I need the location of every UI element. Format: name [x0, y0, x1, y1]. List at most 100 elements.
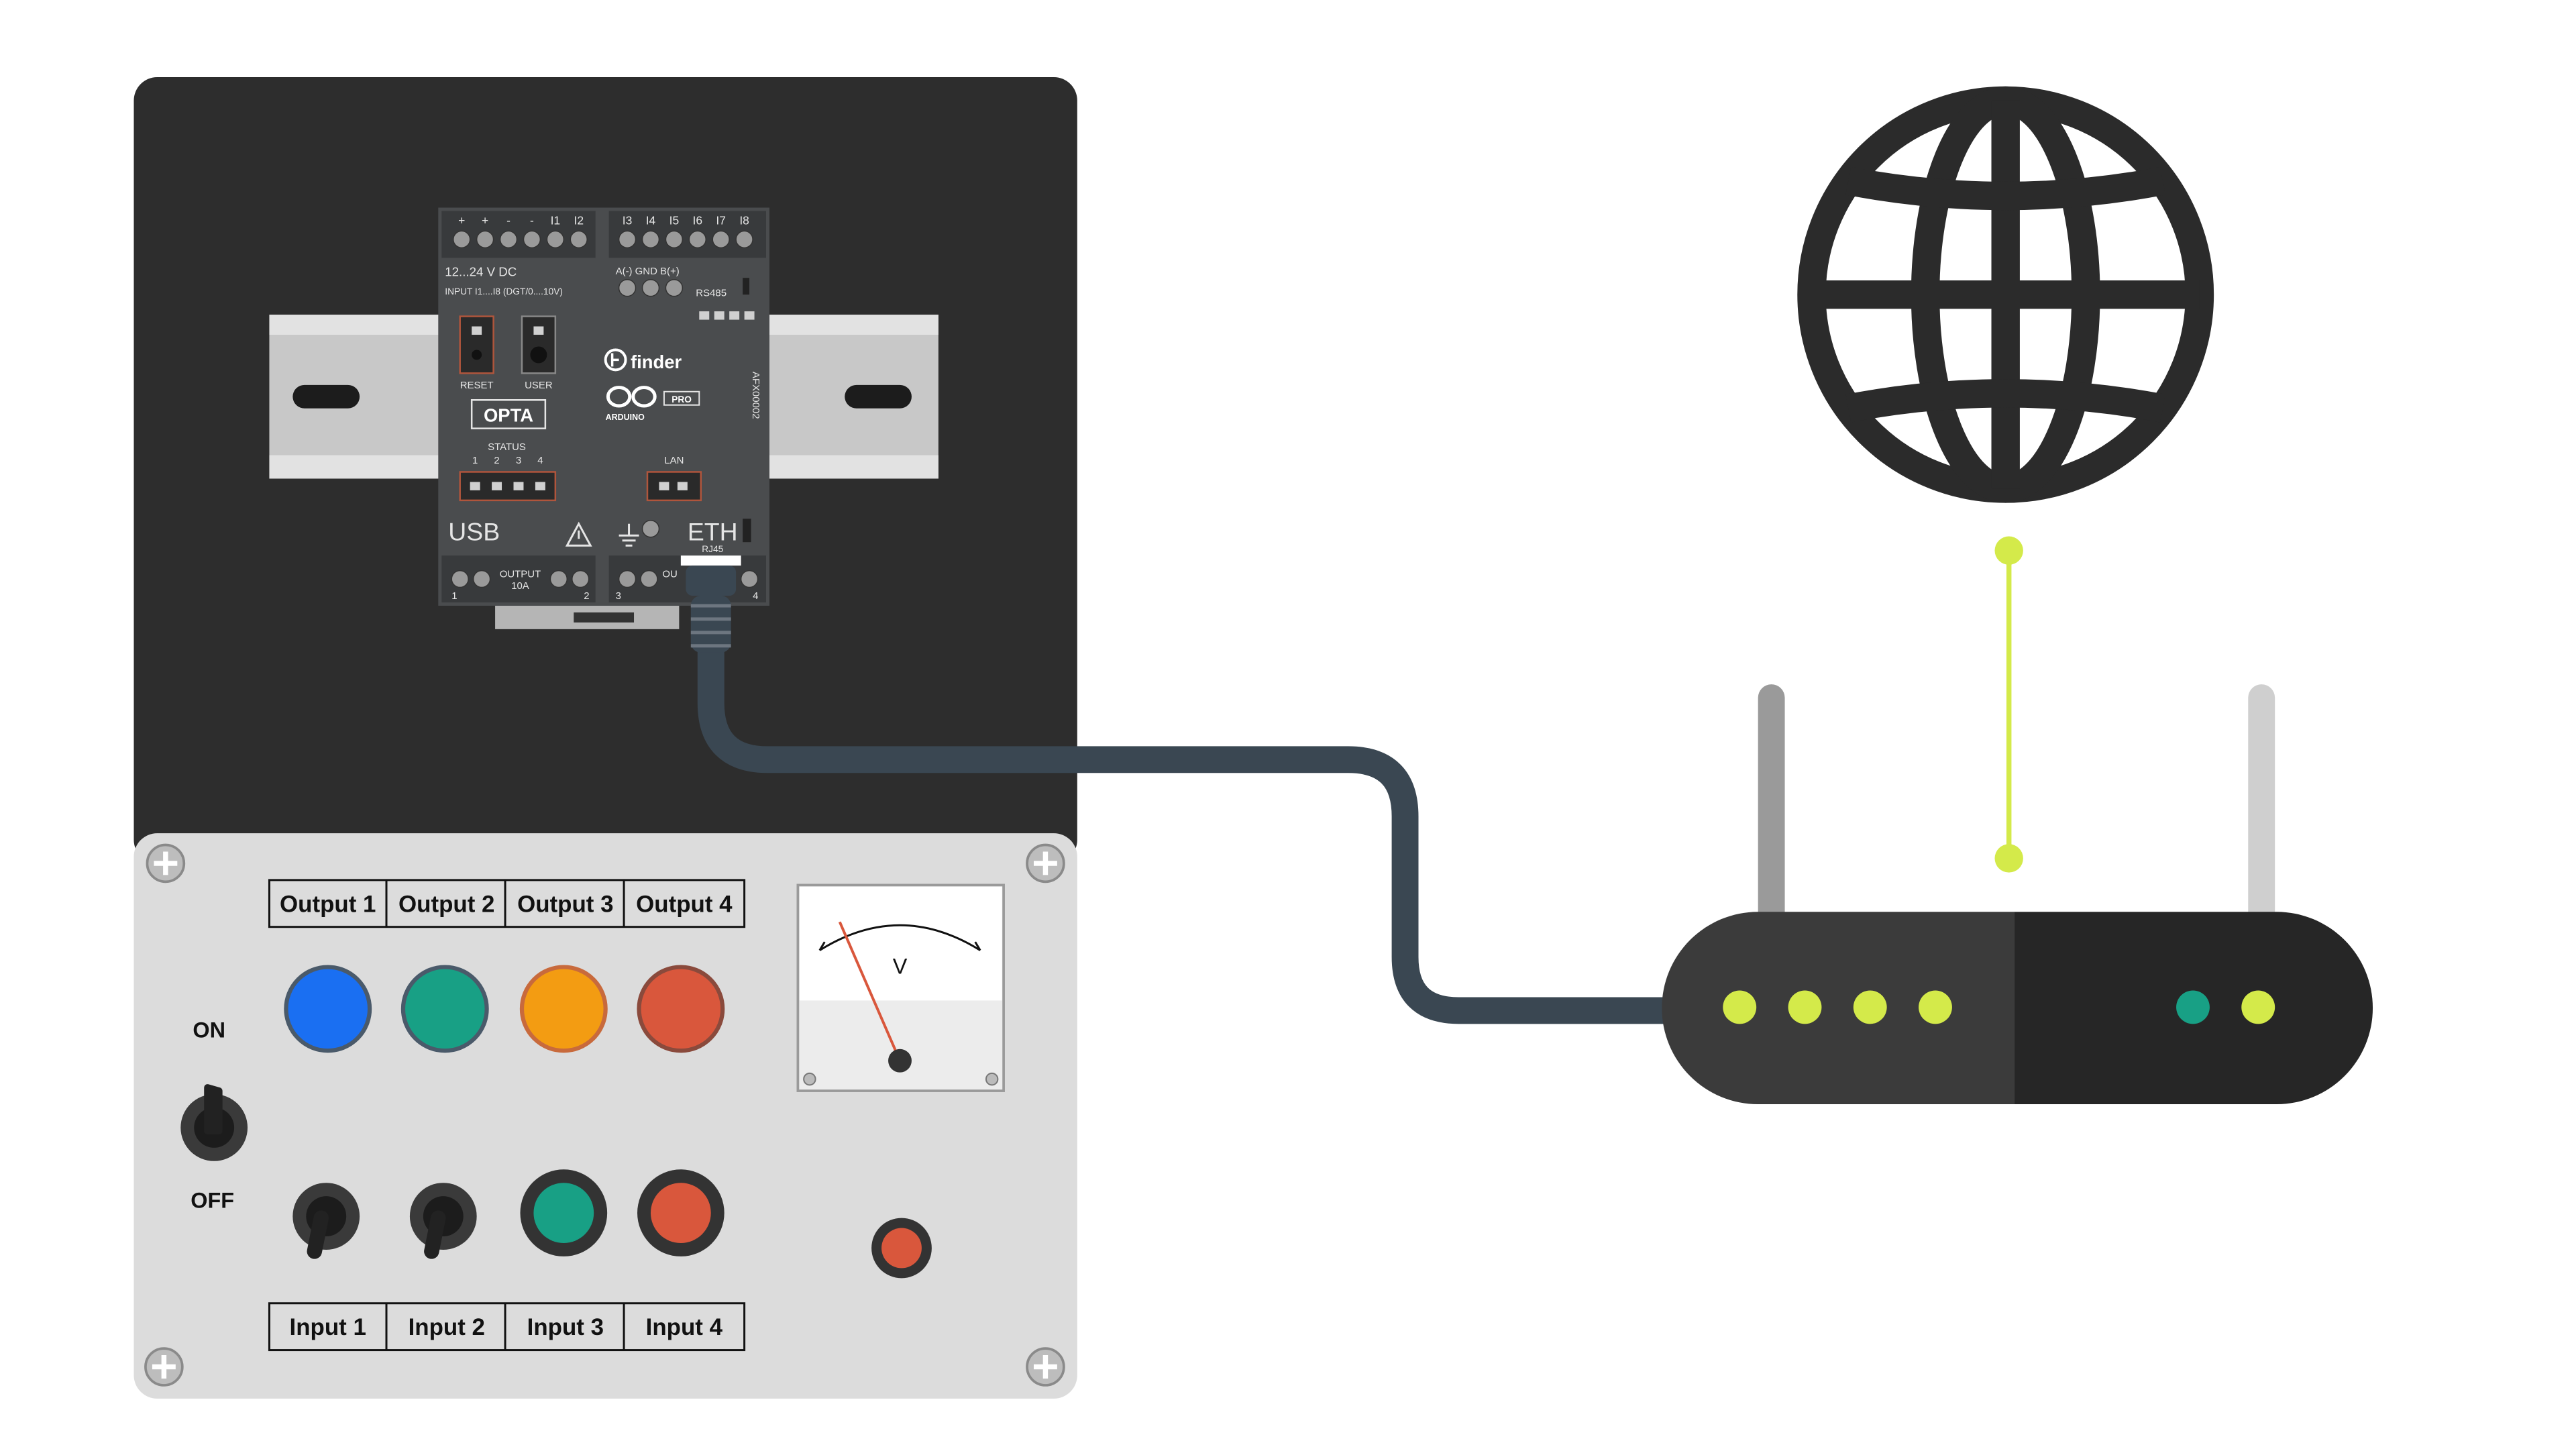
router-led — [1723, 990, 1757, 1024]
terminal-label: + — [458, 213, 465, 227]
voltmeter: V — [796, 883, 1005, 1092]
router-port-leds — [2176, 990, 2275, 1024]
ethernet-cable — [697, 615, 1686, 1024]
arduino-logo-icon — [606, 386, 657, 408]
power-label: 12...24 V DC — [445, 265, 517, 279]
screw-icon — [1026, 843, 1065, 883]
terminal-label: I2 — [574, 213, 584, 227]
terminal-label: - — [506, 213, 511, 227]
relay-number: 2 — [584, 590, 589, 602]
terminal-label: I6 — [693, 213, 703, 227]
off-label: OFF — [191, 1189, 234, 1213]
lan-label: LAN — [664, 455, 684, 466]
status-label: STATUS — [488, 441, 526, 453]
terminal-label: - — [530, 213, 534, 227]
rs485-terminals — [618, 278, 684, 297]
input-pushbutton-3[interactable] — [520, 1169, 608, 1256]
output-rating: 10A — [511, 580, 529, 592]
output-lamp-1 — [284, 965, 372, 1053]
output-header-4: Output 4 — [636, 891, 733, 917]
meter-unit: V — [893, 955, 908, 979]
pro-badge: PRO — [672, 394, 692, 405]
input-toggle-2[interactable] — [409, 1183, 477, 1259]
input-pushbutton-4[interactable] — [637, 1169, 724, 1256]
input-spec-label: INPUT I1....I8 (DGT/0....10V) — [445, 286, 563, 297]
router-led — [1788, 990, 1822, 1024]
user-button[interactable] — [521, 315, 557, 374]
antenna-icon — [1758, 684, 1785, 936]
output-lamp-4 — [637, 965, 725, 1053]
meter-needle — [838, 921, 902, 1061]
input-header-4: Input 4 — [646, 1314, 723, 1340]
usb-port-label: USB — [448, 518, 500, 546]
input-header-3: Input 3 — [527, 1314, 604, 1340]
terminal-label: I1 — [551, 213, 561, 227]
output-header-1: Output 1 — [280, 891, 376, 917]
lan-leds — [646, 471, 702, 502]
output-header-row: Output 1 Output 2 Output 3 Output 4 — [268, 879, 746, 928]
meter-pivot — [888, 1049, 912, 1073]
rj45-label: RJ45 — [702, 544, 723, 554]
top-terminals-left: + + - - I1 I2 — [452, 213, 588, 249]
top-terminals-right: I3 I4 I5 I6 I7 I8 — [618, 213, 753, 249]
terminal-label: I4 — [646, 213, 656, 227]
input-header-row: Input 1 Input 2 Input 3 Input 4 — [268, 1302, 746, 1352]
arduino-label: ARDUINO — [606, 413, 645, 422]
output-lamps — [284, 965, 725, 1053]
terminal-label: I8 — [739, 213, 749, 227]
led-strip — [699, 311, 755, 320]
terminal-label: I3 — [623, 213, 633, 227]
status-leds — [459, 471, 557, 502]
screw-icon — [144, 1347, 184, 1387]
relay-number: 4 — [753, 590, 758, 602]
user-label: USER — [525, 380, 553, 391]
warning-icon — [565, 521, 592, 547]
relay-terminals — [451, 570, 759, 588]
input-header-2: Input 2 — [409, 1314, 485, 1340]
router — [1662, 684, 2373, 1105]
antenna-icon — [2248, 684, 2275, 936]
screw-icon — [146, 843, 186, 883]
status-number: 1 — [472, 455, 478, 466]
plate-screws — [144, 843, 1065, 1387]
output-header-2: Output 2 — [398, 891, 494, 917]
output-label: OUTPUT — [500, 569, 541, 580]
on-label: ON — [193, 1018, 225, 1042]
model-name: OPTA — [484, 405, 533, 426]
eth-port-label: ETH — [688, 518, 738, 546]
reset-button[interactable] — [459, 315, 494, 374]
part-number: AFX00002 — [750, 372, 761, 419]
rj45-connector — [680, 555, 741, 653]
reset-label: RESET — [460, 380, 494, 391]
globe-icon — [1797, 86, 2214, 503]
plc-device: + + - - I1 I2 I3 I4 I5 I6 I7 I8 — [438, 207, 770, 629]
emergency-stop-button[interactable] — [871, 1218, 932, 1279]
router-port-led — [2241, 990, 2275, 1024]
router-led — [1853, 990, 1887, 1024]
router-status-leds — [1723, 990, 1952, 1024]
ground-screw — [641, 520, 660, 538]
finder-logo-icon — [604, 348, 627, 372]
status-number: 4 — [537, 455, 543, 466]
rs485-pin-label: A(-) GND B(+) — [616, 266, 680, 277]
terminal-label: I5 — [669, 213, 680, 227]
output-header-3: Output 3 — [517, 891, 613, 917]
screw-icon — [1026, 1347, 1065, 1387]
brand-name: finder — [631, 352, 682, 372]
router-led — [1919, 990, 1952, 1024]
output-lamp-2 — [400, 965, 489, 1053]
output-lamp-3 — [519, 965, 608, 1053]
router-port-led — [2176, 990, 2210, 1024]
input-header-1: Input 1 — [290, 1314, 366, 1340]
relay-number: 1 — [451, 590, 457, 602]
terminal-label: I7 — [716, 213, 726, 227]
terminal-label: + — [482, 213, 488, 227]
relay-number: 3 — [616, 590, 621, 602]
main-toggle-switch[interactable] — [180, 1084, 248, 1161]
input-toggle-1[interactable] — [292, 1183, 360, 1259]
relay-output-label: OU — [662, 569, 677, 580]
rs485-label: RS485 — [696, 288, 727, 299]
status-number: 3 — [516, 455, 521, 466]
status-number: 2 — [494, 455, 499, 466]
